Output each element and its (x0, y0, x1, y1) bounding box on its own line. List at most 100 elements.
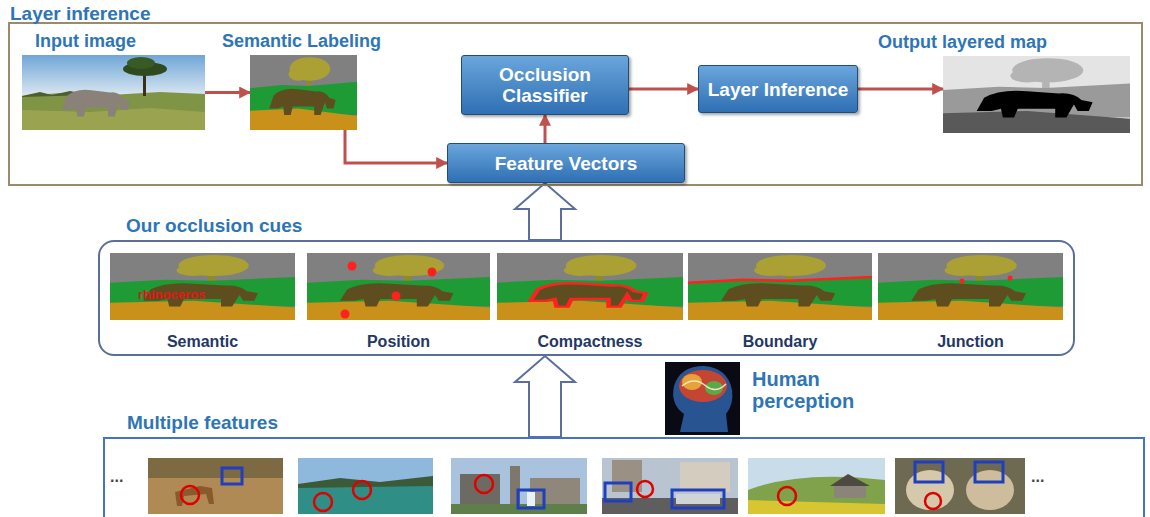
image-frame: Semantic Labeling (250, 55, 357, 130)
boundary-line (688, 277, 872, 283)
feature-marks (181, 462, 1003, 511)
semantic-labeling-image (250, 55, 357, 130)
cue-image (878, 253, 1063, 320)
box-label: Layer Inference (708, 79, 848, 100)
art-shape (222, 468, 242, 484)
cue-image-frame: Semantic (110, 253, 295, 320)
junction-dots (960, 276, 1013, 284)
art-shape (778, 487, 796, 505)
input-photo (22, 55, 205, 130)
panel-heading: Multiple features (127, 412, 278, 433)
flow-arrow (858, 88, 943, 91)
art-shape (353, 481, 371, 499)
art-shape (148, 458, 283, 478)
feature-photo (748, 458, 885, 514)
cue-image (110, 253, 295, 320)
art-shape (62, 90, 130, 117)
art-shape (518, 490, 544, 508)
hollow-arrow (515, 183, 575, 240)
art-shape (392, 292, 401, 301)
panel: Multiple features (103, 437, 1145, 517)
process-box: Feature Vectors (447, 143, 685, 183)
art-shape (605, 483, 631, 501)
cue-image (307, 253, 490, 320)
art-shape (314, 493, 332, 511)
art-shape (602, 458, 738, 514)
cue-image-frame: Compactness (497, 253, 683, 320)
art-shape (680, 462, 730, 492)
cue-image-frame: Junction (878, 253, 1063, 320)
art-shape (673, 366, 732, 432)
box-label: Feature Vectors (495, 153, 638, 174)
image-caption: Output layered map (878, 32, 1047, 53)
art-shape (460, 474, 500, 504)
cue-image-frame: Boundary (688, 253, 872, 320)
image-frame: Output layered map (943, 56, 1130, 133)
art-shape (748, 477, 885, 514)
art-shape (298, 458, 433, 514)
cue-image-frame: Position (307, 253, 490, 320)
feature-photo (895, 458, 1025, 514)
art-shape (906, 470, 954, 510)
art-shape (748, 458, 885, 514)
art-shape (451, 458, 587, 514)
feature-photo (602, 458, 738, 514)
panel-heading: Our occlusion cues (126, 215, 302, 236)
cue-image (497, 253, 683, 320)
art-shape (679, 370, 727, 402)
flow-arrow (345, 130, 447, 163)
hollow-arrow (515, 356, 575, 437)
object-name: rhinoceros (138, 287, 205, 302)
art-shape (475, 475, 493, 493)
art-shape (975, 462, 1003, 482)
art-shape (348, 262, 357, 271)
process-box: Occlusion Classifier (461, 55, 629, 115)
image-caption: Input image (35, 31, 136, 52)
art-shape (834, 486, 866, 498)
box-label: Occlusion Classifier (470, 64, 620, 106)
icon-caption: Human perception (752, 368, 872, 412)
art-shape (830, 474, 870, 486)
cue-caption: Junction (878, 332, 1063, 351)
art-shape (181, 486, 199, 504)
position-dots (341, 262, 437, 319)
cue-caption: Position (307, 332, 490, 351)
brain-icon (665, 362, 740, 435)
feature-photo (298, 458, 433, 514)
process-box: Layer Inference (698, 65, 858, 113)
art-shape (895, 458, 1025, 514)
panel-heading: Layer inference (10, 4, 150, 24)
art-shape (1008, 276, 1013, 281)
art-shape (637, 481, 653, 497)
art-shape (672, 490, 724, 508)
art-shape (676, 494, 720, 504)
layered-map-image (943, 56, 1130, 133)
cue-image (688, 253, 872, 320)
art-shape (148, 458, 283, 514)
flow-arrow (629, 88, 698, 91)
feature-photo (451, 458, 587, 514)
panel: Our occlusion cuesSemanticPositionCompac… (98, 240, 1075, 356)
art-shape (915, 462, 943, 482)
flow-arrow (205, 91, 250, 94)
art-shape (665, 362, 740, 435)
art-shape (22, 55, 205, 130)
cue-caption: Boundary (688, 332, 872, 351)
cue-caption: Semantic (110, 332, 295, 351)
art-shape (428, 268, 437, 277)
panel: Layer inferenceInput imageSemantic Label… (8, 22, 1143, 186)
art-shape (175, 486, 214, 506)
art-shape (527, 492, 535, 506)
image-caption: Semantic Labeling (222, 31, 381, 52)
flow-arrow (544, 115, 547, 143)
art-shape (127, 57, 155, 69)
image-frame: Input image (22, 55, 205, 130)
feature-photo (148, 458, 283, 514)
ellipsis: ... (1031, 468, 1044, 486)
art-shape (960, 279, 965, 284)
art-shape (925, 493, 941, 509)
ellipsis: ... (110, 468, 123, 486)
art-shape (966, 470, 1014, 510)
art-shape (682, 381, 726, 390)
